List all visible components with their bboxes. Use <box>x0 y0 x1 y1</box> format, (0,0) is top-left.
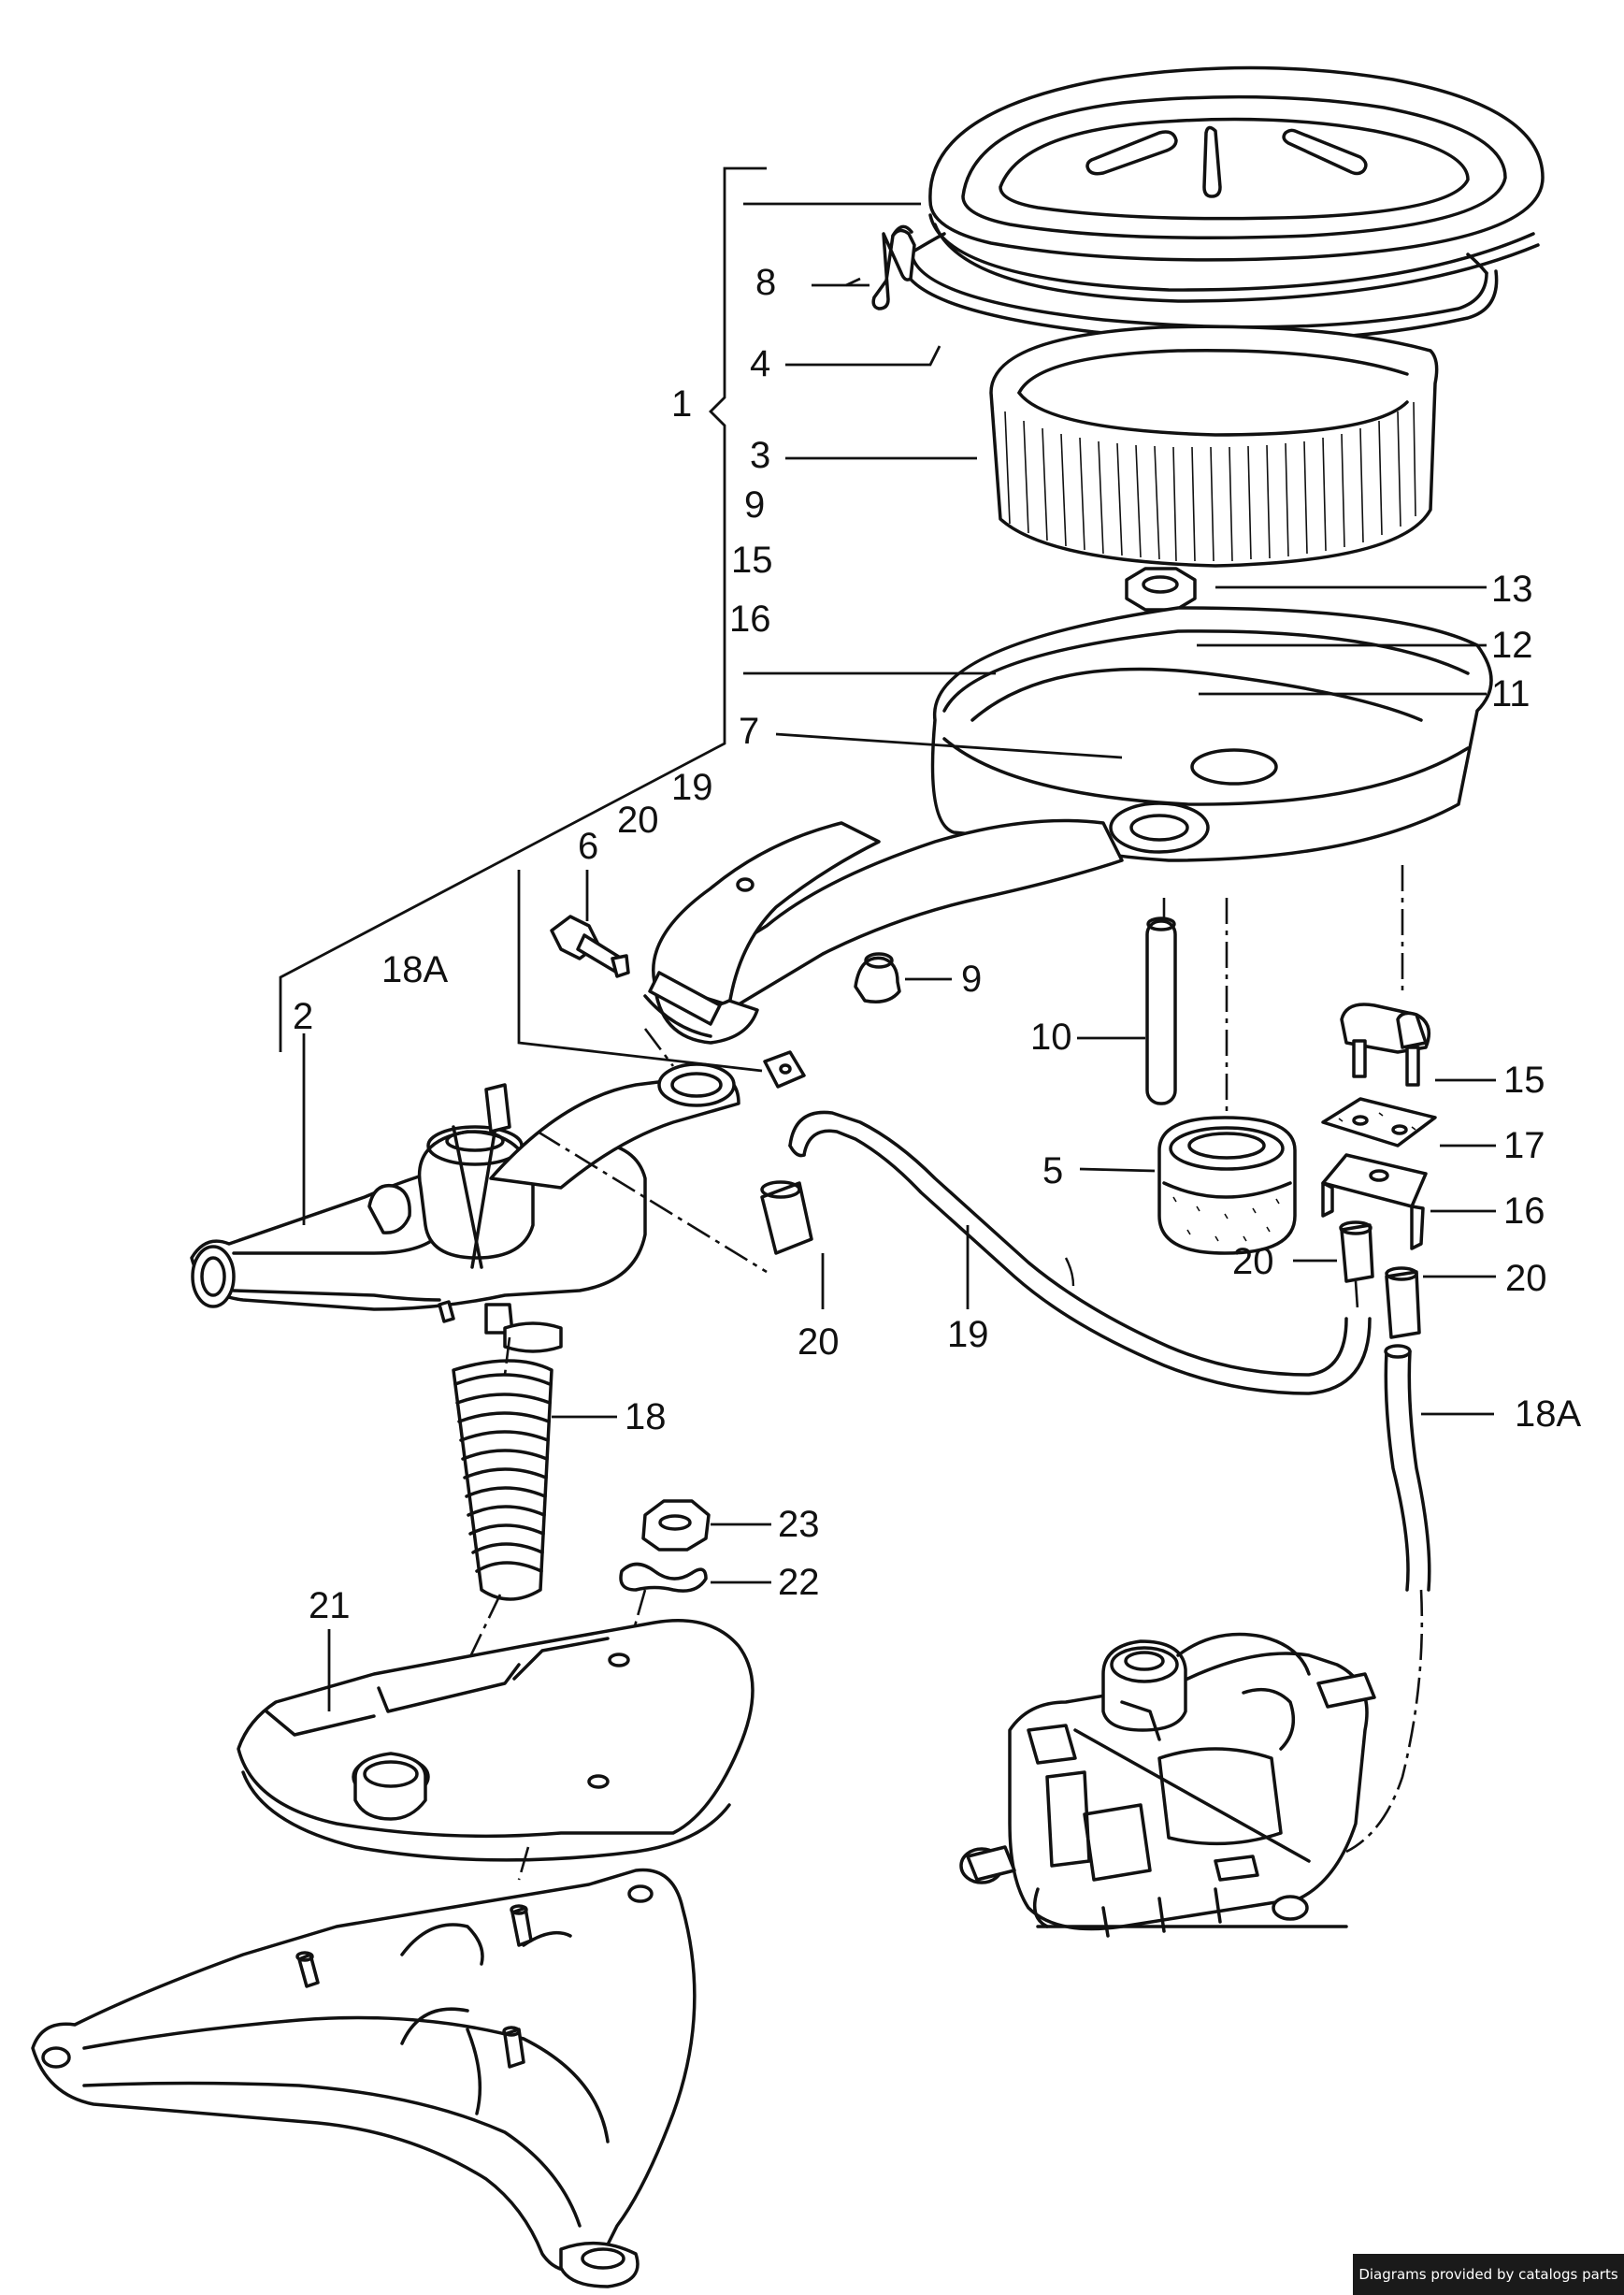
callout-20-c: 20 <box>798 1321 840 1363</box>
callout-1: 1 <box>671 383 692 425</box>
vent-pipe <box>1145 917 1177 1105</box>
heat-shroud <box>237 1619 755 1881</box>
callout-15: 15 <box>1503 1060 1545 1101</box>
callout-10: 10 <box>1030 1017 1072 1058</box>
filter-element <box>989 325 1439 568</box>
callout-19: 19 <box>947 1314 989 1355</box>
callout-9-group: 9 <box>744 484 765 526</box>
callout-11: 11 <box>1491 673 1531 714</box>
callout-2: 2 <box>293 996 313 1037</box>
air-cleaner-housing <box>643 606 1493 1045</box>
callout-16: 16 <box>1503 1191 1545 1232</box>
callouts: 8 4 1 3 9 15 16 13 12 11 7 19 20 6 18A 9… <box>293 262 1581 1626</box>
callout-17: 17 <box>1503 1125 1545 1166</box>
callout-20-a: 20 <box>1232 1241 1274 1282</box>
mounting-bracket <box>1321 1153 1428 1250</box>
leader-lines <box>302 277 1496 1711</box>
vacuum-hose <box>1345 1344 1431 1854</box>
callout-6: 6 <box>578 826 598 867</box>
callout-8: 8 <box>755 262 776 303</box>
callout-7: 7 <box>739 711 759 752</box>
nut-and-washer <box>619 1499 711 1656</box>
preheat-housing <box>190 1062 740 1353</box>
callout-20-b: 20 <box>1505 1258 1547 1299</box>
support-bracket <box>1340 1003 1431 1087</box>
carburetor <box>959 1632 1376 1938</box>
exhaust-manifold <box>31 1868 697 2288</box>
callout-5: 5 <box>1042 1150 1063 1191</box>
callout-18A-group: 18A <box>381 949 448 990</box>
callout-20-group: 20 <box>617 800 659 841</box>
callout-16-group: 16 <box>729 599 771 640</box>
rubber-grommet <box>1157 1116 1297 1255</box>
hose-connectors <box>760 1180 1421 1339</box>
breather-hose <box>788 1110 1372 1395</box>
callout-4: 4 <box>750 343 770 384</box>
air-cleaner-lid <box>928 65 1545 303</box>
callout-12: 12 <box>1491 625 1533 666</box>
retaining-clip <box>871 224 916 310</box>
assembly-lines <box>537 865 1404 1310</box>
callout-19-group: 19 <box>671 767 713 808</box>
clip-nut <box>763 1050 806 1089</box>
assembly-bracket <box>279 166 996 1073</box>
diagram-credit-badge: Diagrams provided by catalogs parts <box>1353 2254 1624 2295</box>
gasket-plate <box>1321 1097 1437 1148</box>
callout-21: 21 <box>309 1585 351 1626</box>
callout-23: 23 <box>778 1504 820 1545</box>
callout-18A: 18A <box>1515 1393 1581 1435</box>
callout-22: 22 <box>778 1562 820 1603</box>
callout-13: 13 <box>1491 569 1533 610</box>
callout-9: 9 <box>961 959 982 1000</box>
rubber-cap <box>854 952 901 1003</box>
callout-18: 18 <box>625 1396 667 1437</box>
flexible-hose <box>438 1336 553 1722</box>
breather-bolt <box>550 915 630 978</box>
callout-3: 3 <box>750 435 770 476</box>
callout-15-group: 15 <box>731 540 773 581</box>
